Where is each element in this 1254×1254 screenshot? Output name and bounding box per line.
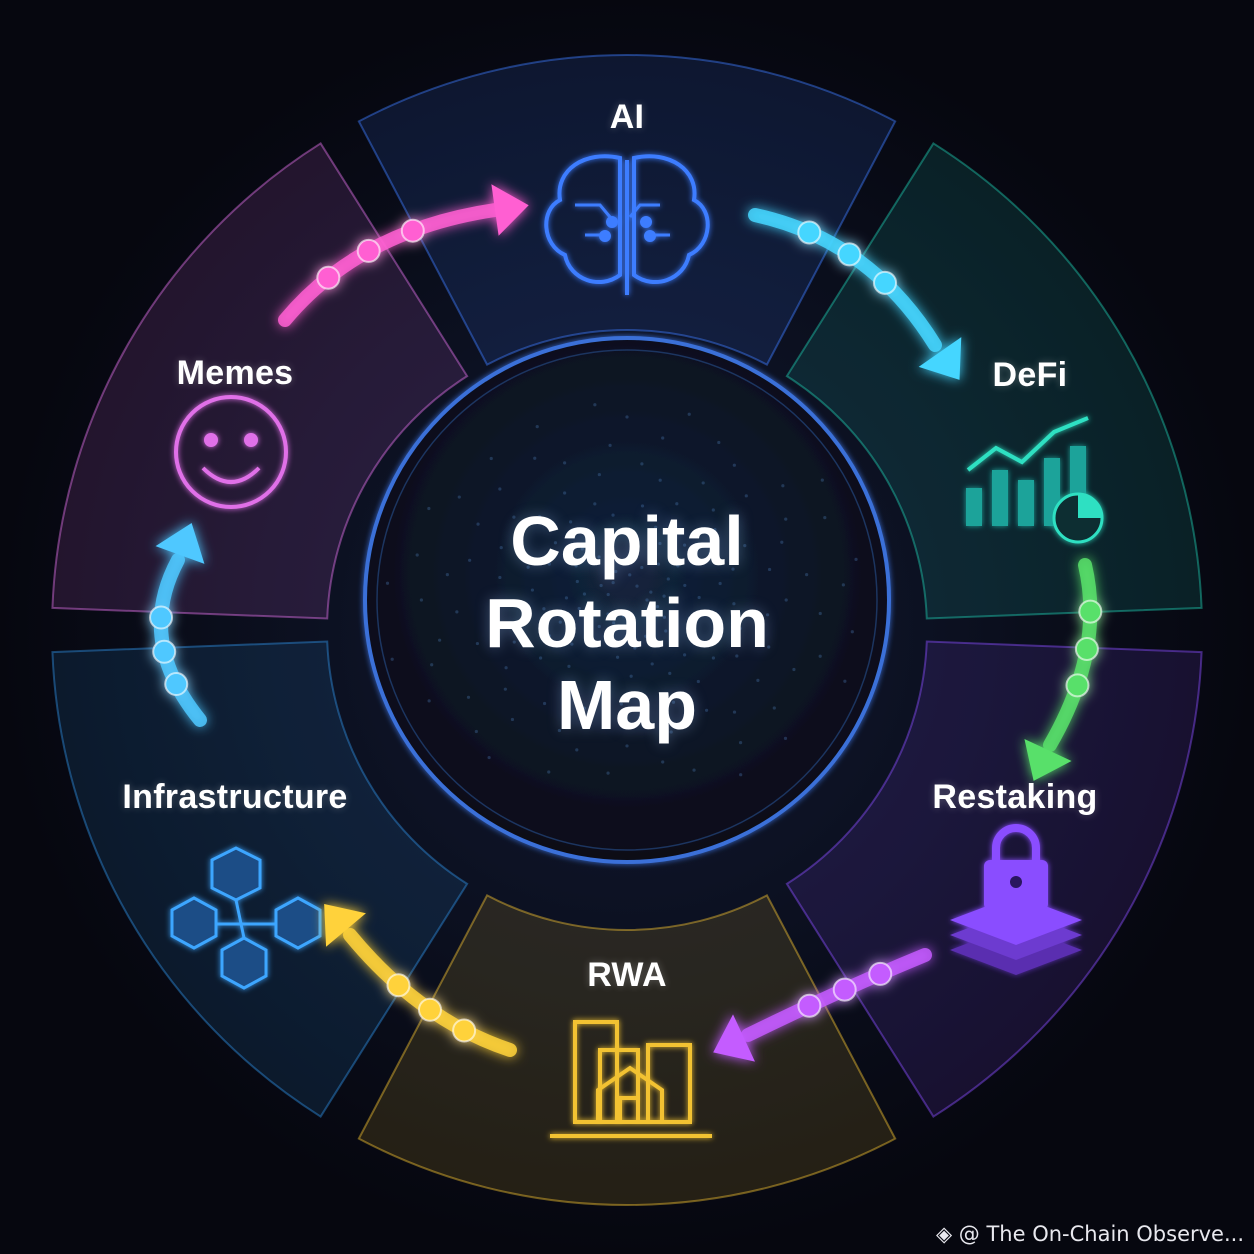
center-title: Capital Rotation Map	[400, 500, 854, 746]
coin-icon	[152, 639, 177, 664]
flow-arrow-infrastructure-to-memes	[149, 523, 207, 727]
segment-label-memes: Memes	[176, 354, 294, 392]
title-line-3: Map	[557, 666, 697, 744]
flow-arrow-defi-to-restaking	[1024, 558, 1103, 781]
flow-arrow-ai-to-defi	[748, 208, 962, 380]
coin-icon	[149, 605, 174, 630]
segment-label-rwa: RWA	[587, 956, 667, 994]
blocks-network-icon	[170, 846, 322, 990]
segment-memes	[51, 142, 469, 620]
segment-label-defi: DeFi	[992, 356, 1068, 394]
title-line-1: Capital	[510, 502, 744, 580]
segment-label-ai: AI	[609, 98, 645, 136]
center-core	[363, 336, 891, 864]
smiley-icon	[174, 395, 288, 509]
coin-icon	[868, 961, 893, 986]
lock-stack-icon	[950, 824, 1082, 975]
coin-icon	[164, 672, 189, 697]
segment-label-infrastructure: Infrastructure	[122, 778, 348, 816]
coin-icon	[417, 997, 442, 1022]
coin-icon	[386, 973, 411, 998]
coin-icon	[400, 218, 425, 243]
binance-logo-icon: ◈	[935, 1222, 959, 1246]
coin-icon	[1078, 599, 1103, 624]
flow-arrow-restaking-to-rwa	[713, 948, 932, 1062]
chart-growth-icon	[966, 416, 1104, 544]
coin-icon	[452, 1018, 477, 1043]
coin-icon	[832, 977, 857, 1002]
watermark-text: @ The On-Chain Observe...	[958, 1222, 1244, 1246]
coin-icon	[316, 265, 341, 290]
segment-label-restaking: Restaking	[932, 778, 1098, 816]
brain-circuit-icon	[544, 154, 710, 295]
buildings-icon	[550, 1020, 712, 1138]
coin-icon	[1074, 636, 1099, 661]
coin-icon	[1065, 673, 1090, 698]
coin-icon	[873, 270, 898, 295]
flow-arrows	[149, 184, 1103, 1062]
flow-arrow-memes-to-ai	[278, 184, 529, 327]
coin-icon	[797, 993, 822, 1018]
coin-icon	[356, 238, 381, 263]
watermark: ◈ @ The On-Chain Observe...	[936, 1222, 1244, 1246]
title-line-2: Rotation	[485, 584, 769, 662]
coin-icon	[837, 242, 862, 267]
coin-icon	[797, 220, 822, 245]
flow-arrow-rwa-to-infrastructure	[324, 903, 517, 1057]
segment-defi	[785, 142, 1203, 620]
